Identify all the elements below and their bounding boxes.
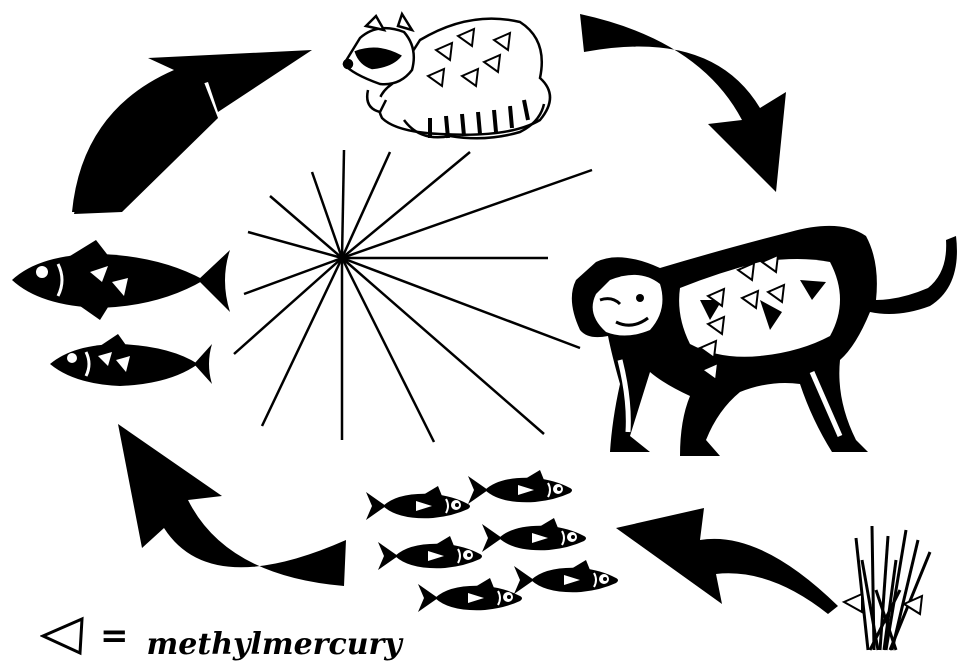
large-fish-bottom [50, 334, 212, 386]
legend-label: methylmercury [147, 627, 402, 662]
legend: = methylmercury [40, 612, 402, 660]
aquatic-plants [856, 526, 930, 650]
legend-equals: = [100, 619, 129, 653]
arrow-plants-to-smallfish [616, 508, 838, 614]
small-fish-school [366, 470, 618, 612]
panther-illustration [572, 226, 957, 456]
starburst-lines [234, 150, 592, 442]
arrow-raccoon-to-panther [580, 14, 786, 192]
large-fish-top [12, 240, 230, 320]
triangle-outline-icon [40, 616, 86, 656]
raccoon-illustration [344, 14, 550, 138]
arrow-smallfish-to-bigfish [118, 424, 346, 586]
